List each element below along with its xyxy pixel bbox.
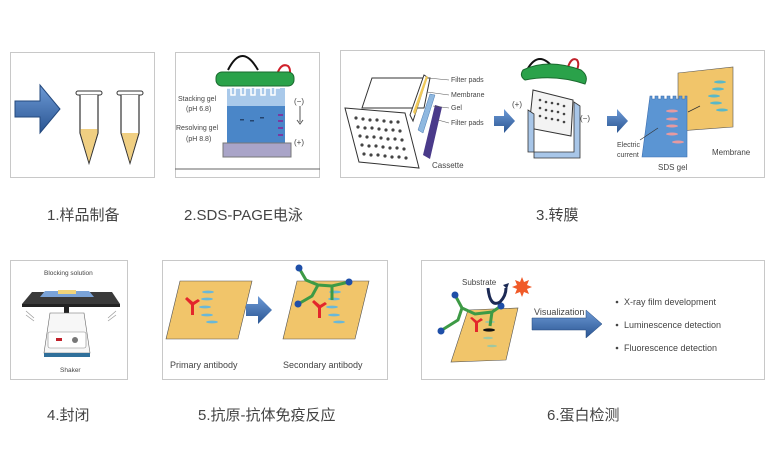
label-shaker: Shaker [60,367,81,374]
label-positive: (+) [294,138,304,147]
label-membrane: Membrane [451,92,485,99]
label-gel: Gel [451,105,462,112]
caption-step-4: 4.封闭 [47,407,90,424]
blocking-illustration [22,290,120,357]
primary-antibody-icon [470,317,483,332]
secondary-antibody-icon [297,267,350,305]
primary-antibody-icon [185,297,200,315]
arrow-right-icon [246,296,272,324]
caption-step-2: 2.SDS-PAGE电泳 [184,207,303,224]
detection-illustration [437,277,603,363]
label-cassette: Cassette [432,161,464,170]
antibody-illustration [165,264,370,340]
label-filter-pads-top: Filter pads [451,77,484,84]
label-positive: (+) [512,100,522,109]
caption-step-1: 1.样品制备 [47,207,120,224]
label-stacking-gel: Stacking gel [178,96,217,103]
label-substrate: Substrate [462,278,497,287]
label-membrane-right: Membrane [712,148,751,157]
label-secondary-antibody: Secondary antibody [283,360,363,370]
cassette-holes [354,116,408,160]
label-resolving-ph: (pH 8.8) [186,136,211,143]
primary-antibody-icon [312,300,327,318]
caption-step-5: 5.抗原-抗体免疫反应 [198,407,336,424]
label-visualization: Visualization [534,307,584,317]
arrow-right-icon [494,109,515,133]
label-stacking-ph: (pH 6.8) [186,106,211,113]
detection-methods-list: X-ray film development Luminescence dete… [615,297,721,353]
label-resolving-gel: Resolving gel [176,125,218,132]
sds-page-illustration [175,55,320,170]
arrow-right-icon [14,83,61,135]
caption-step-3: 3.转膜 [536,207,579,224]
microtube-icon [116,90,144,166]
transfer-illustration [344,58,734,169]
method-item: X-ray film development [624,297,717,307]
label-electric: Electric [617,142,640,149]
label-negative: (−) [294,97,304,106]
method-item: Fluorescence detection [624,343,717,353]
label-negative: (−) [580,114,590,123]
label-filter-pads-bottom: Filter pads [451,120,484,127]
arrow-right-icon [607,109,628,133]
microtube-icon [75,90,103,166]
star-icon [512,277,532,297]
label-sds-gel: SDS gel [658,163,688,172]
caption-step-6: 6.蛋白检测 [547,407,620,424]
method-item: Luminescence detection [624,320,721,330]
sample-prep-illustration [14,83,144,166]
label-blocking-solution: Blocking solution [44,270,93,277]
label-primary-antibody: Primary antibody [170,360,238,370]
arrow-right-icon [531,309,603,339]
label-current: current [617,152,639,159]
